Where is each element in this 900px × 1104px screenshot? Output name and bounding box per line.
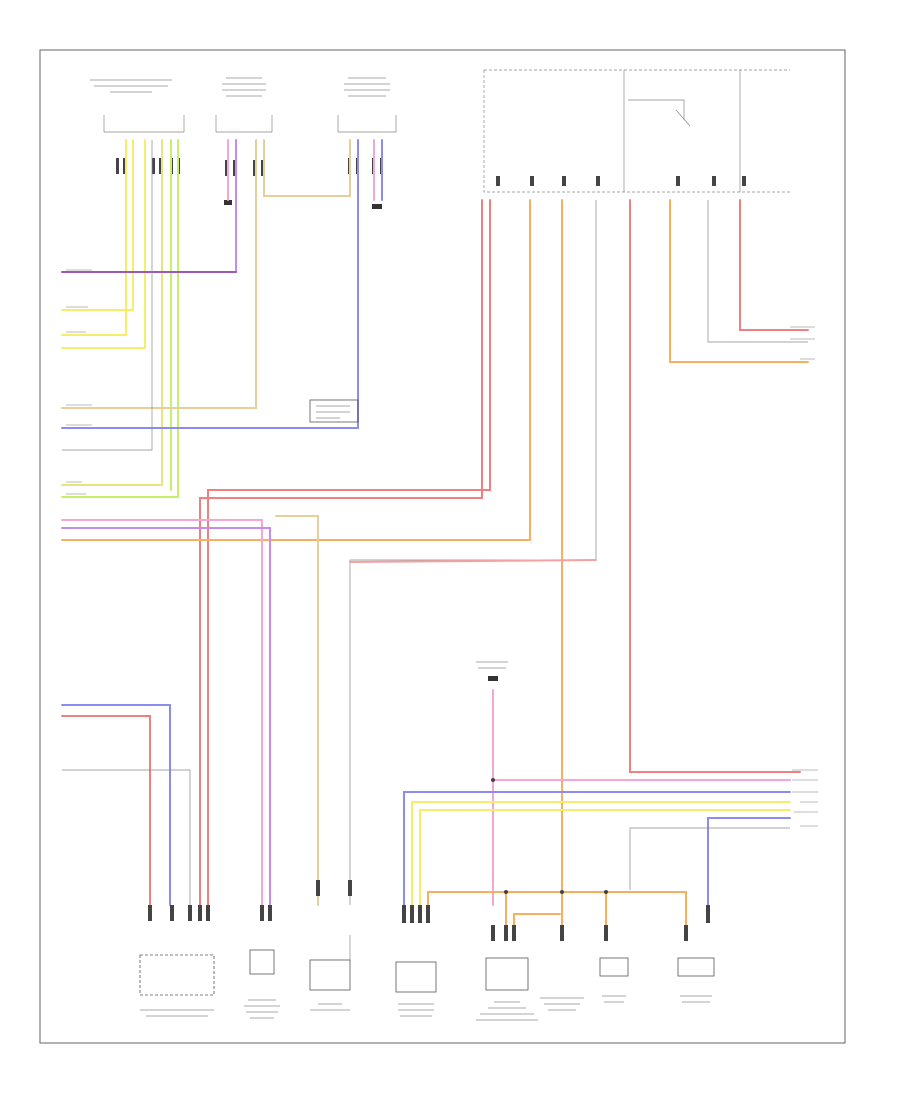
wire-yellow-br-2 [419, 809, 791, 906]
component-module-d [677, 957, 715, 977]
wire-orange-bus [427, 891, 687, 926]
relay-contact [628, 99, 685, 120]
wire-red-fuse-8 [739, 199, 809, 331]
connector-c2 [225, 160, 264, 176]
component-switch-3 [309, 959, 351, 991]
component-label-lines-2 [222, 77, 266, 97]
component-label-lines-3 [344, 77, 390, 97]
bottom-left-connectors [148, 880, 352, 921]
wire-blue-br [403, 791, 791, 906]
wire-gray-fuse-4 [349, 200, 597, 905]
ground-symbol-2 [372, 204, 382, 209]
wire-orange-small [513, 913, 561, 926]
component-bracket-1 [103, 115, 185, 133]
module-box-left-label [316, 405, 350, 419]
wire-gray-bl [62, 769, 191, 905]
component-sensor-2 [249, 949, 275, 975]
relay-switch [675, 109, 691, 127]
bottom-right-connectors [402, 905, 710, 941]
wire-tan-h1 [61, 259, 257, 409]
fuse-box-outline [483, 70, 790, 193]
ground-symbol-3 [476, 661, 508, 681]
fuse-row [496, 176, 746, 186]
wire-red-fuse-1b [199, 199, 483, 906]
wire-red-fuse-1 [207, 199, 491, 906]
wire-orange-fuse-6 [669, 199, 809, 363]
wire-pink-h2 [61, 519, 263, 906]
wire-blue-br-2 [707, 817, 791, 906]
wire-red-fuse-4 [349, 559, 597, 563]
connector-c3 [348, 158, 383, 174]
component-fuel-tank-sensor [139, 954, 215, 996]
wire-gray-h1 [62, 140, 153, 451]
wire-gray-br [629, 827, 790, 890]
component-bracket-3 [337, 115, 397, 133]
module-box-left [309, 399, 359, 423]
wire-red-fuse-5 [629, 199, 801, 773]
wire-yellow-br [411, 801, 791, 906]
diagram-frame [39, 49, 846, 1044]
wire-blue-bl [61, 704, 171, 906]
bottom-left-labels [140, 999, 350, 1019]
splice-dots [491, 778, 608, 894]
ground-symbol-1 [224, 200, 232, 205]
wire-violet-h2 [61, 527, 271, 906]
component-module-b [485, 957, 529, 991]
component-label-lines-1 [90, 79, 172, 93]
wire-red-bl [61, 715, 151, 906]
wire-orange-fuse-2 [61, 199, 531, 541]
component-bracket-2 [215, 115, 273, 133]
wire-gray-fuse-7 [707, 200, 808, 343]
component-module-c [599, 957, 629, 977]
right-wire-label-marks-bottom [792, 769, 818, 827]
right-wire-label-marks-top [790, 326, 815, 360]
left-wire-label-marks [66, 269, 92, 495]
bottom-right-labels [398, 995, 712, 1021]
component-module-a [395, 961, 437, 993]
wire-tan-h2 [275, 515, 319, 906]
